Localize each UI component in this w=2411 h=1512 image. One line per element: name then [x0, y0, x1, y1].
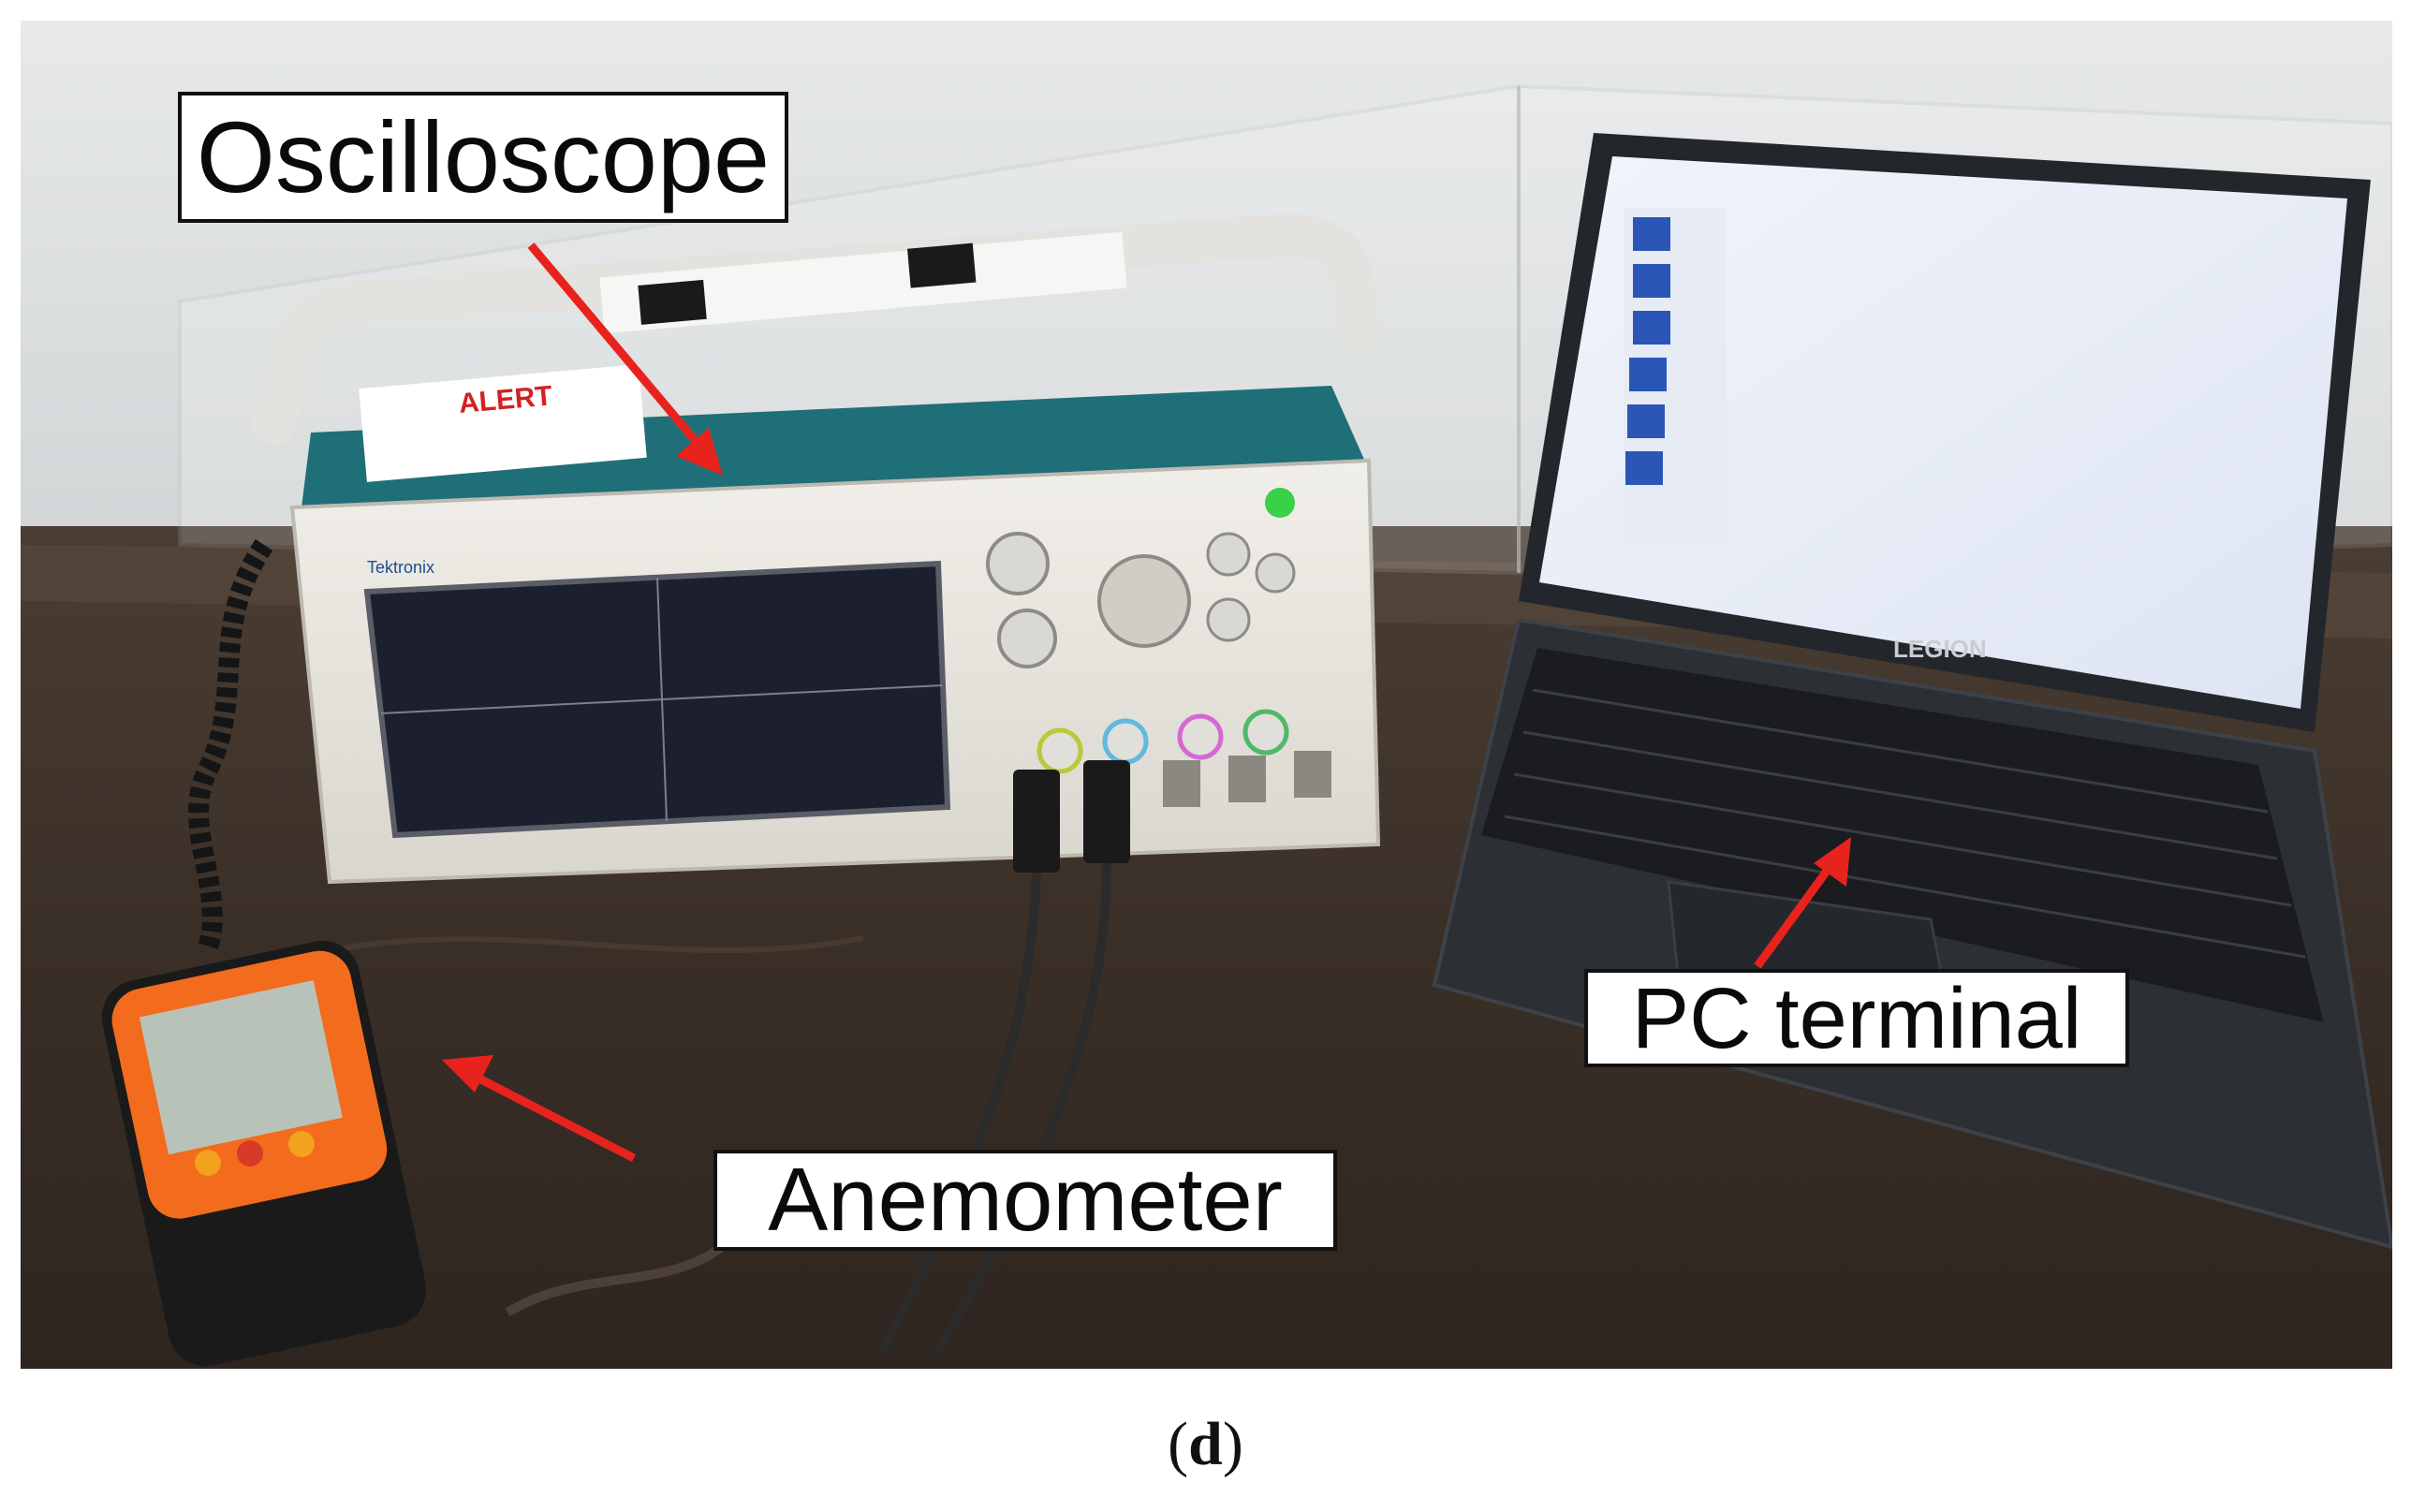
laptop-brand: LEGION	[1893, 635, 1987, 663]
laptop-screen-sidebar	[1624, 208, 1727, 545]
oscilloscope: ALERT Tektronix	[188, 213, 1381, 1353]
scope-brand: Tektronix	[367, 558, 434, 577]
caption-close: )	[1222, 1410, 1243, 1478]
label-anemometer: Anemometer	[713, 1150, 1337, 1251]
arrow-anemometer	[442, 1055, 637, 1163]
laptop-keyboard	[1481, 648, 2324, 1022]
figure-caption: (d)	[0, 1409, 2411, 1480]
keyboard-keys	[1504, 688, 2306, 959]
oscilloscope-probes	[877, 760, 1130, 1353]
annotation-arrows	[442, 242, 1851, 1163]
oscilloscope-controls	[986, 488, 1331, 807]
anemometer	[101, 940, 427, 1367]
arrow-oscilloscope	[527, 242, 723, 476]
arrow-pc-terminal	[1754, 837, 1851, 969]
oscilloscope-screen	[363, 560, 951, 839]
laptop: LEGION	[1432, 133, 2392, 1250]
lab-setup-photo: ALERT Tektronix	[21, 21, 2392, 1369]
alert-sticker: ALERT	[359, 364, 647, 482]
caption-open: (	[1168, 1410, 1189, 1478]
caption-letter: d	[1188, 1410, 1223, 1478]
label-oscilloscope: Oscilloscope	[178, 92, 788, 223]
label-pc-terminal: PC terminal	[1584, 969, 2129, 1067]
